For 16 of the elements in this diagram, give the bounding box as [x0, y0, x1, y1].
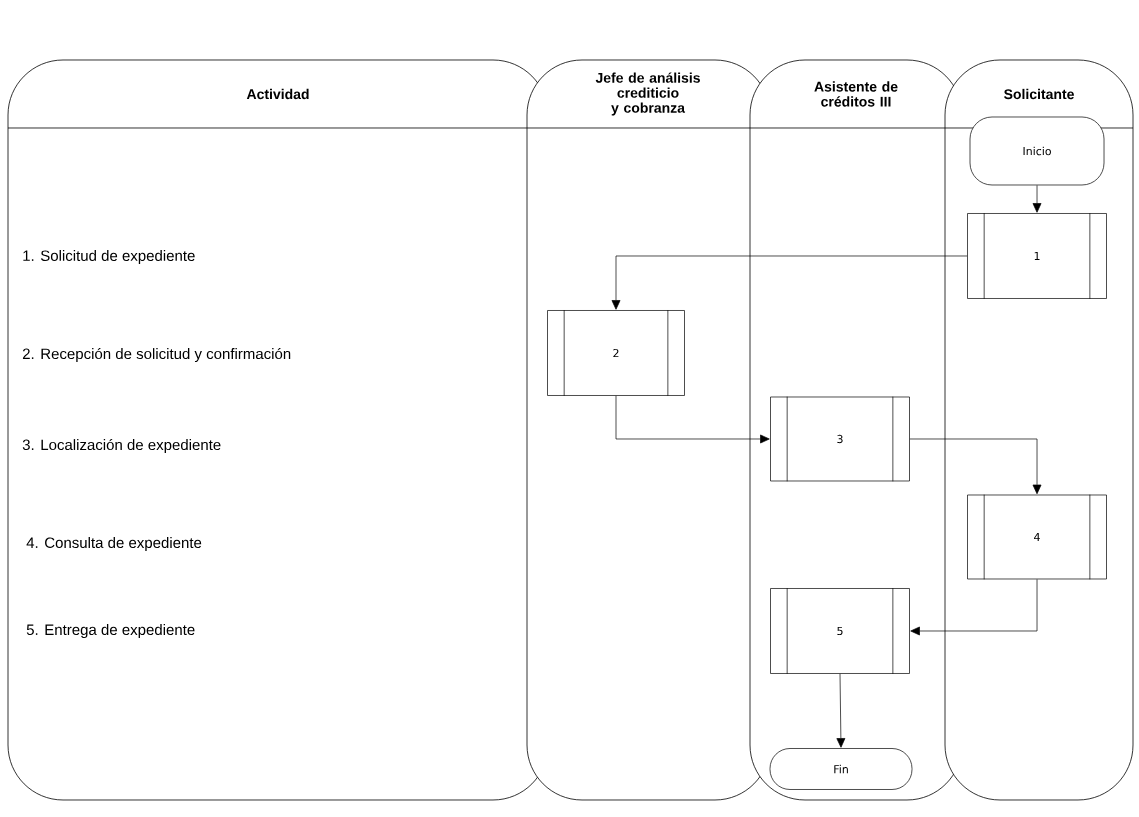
activity-step: 1. Solicitud de expediente	[23, 250, 195, 264]
process-box: 4	[967, 494, 1107, 580]
activity-step: 3. Localización de expediente	[22, 438, 221, 454]
activity-step: 2. Recepción de solicitud y confirmación	[22, 347, 291, 363]
arrow	[611, 255, 968, 310]
process-box: 5	[770, 587, 910, 675]
arrow	[909, 438, 1042, 495]
arrow	[615, 395, 770, 444]
arrow	[1032, 185, 1042, 213]
process-box: 1	[967, 212, 1107, 300]
arrow	[836, 673, 846, 748]
activity-step: 5. Entrega de expediente	[26, 624, 195, 638]
activity-step: 4. Consulta de expediente	[26, 537, 202, 551]
process-box: 2	[547, 309, 685, 397]
process-box: 3	[770, 396, 910, 482]
arrow	[910, 579, 1038, 636]
